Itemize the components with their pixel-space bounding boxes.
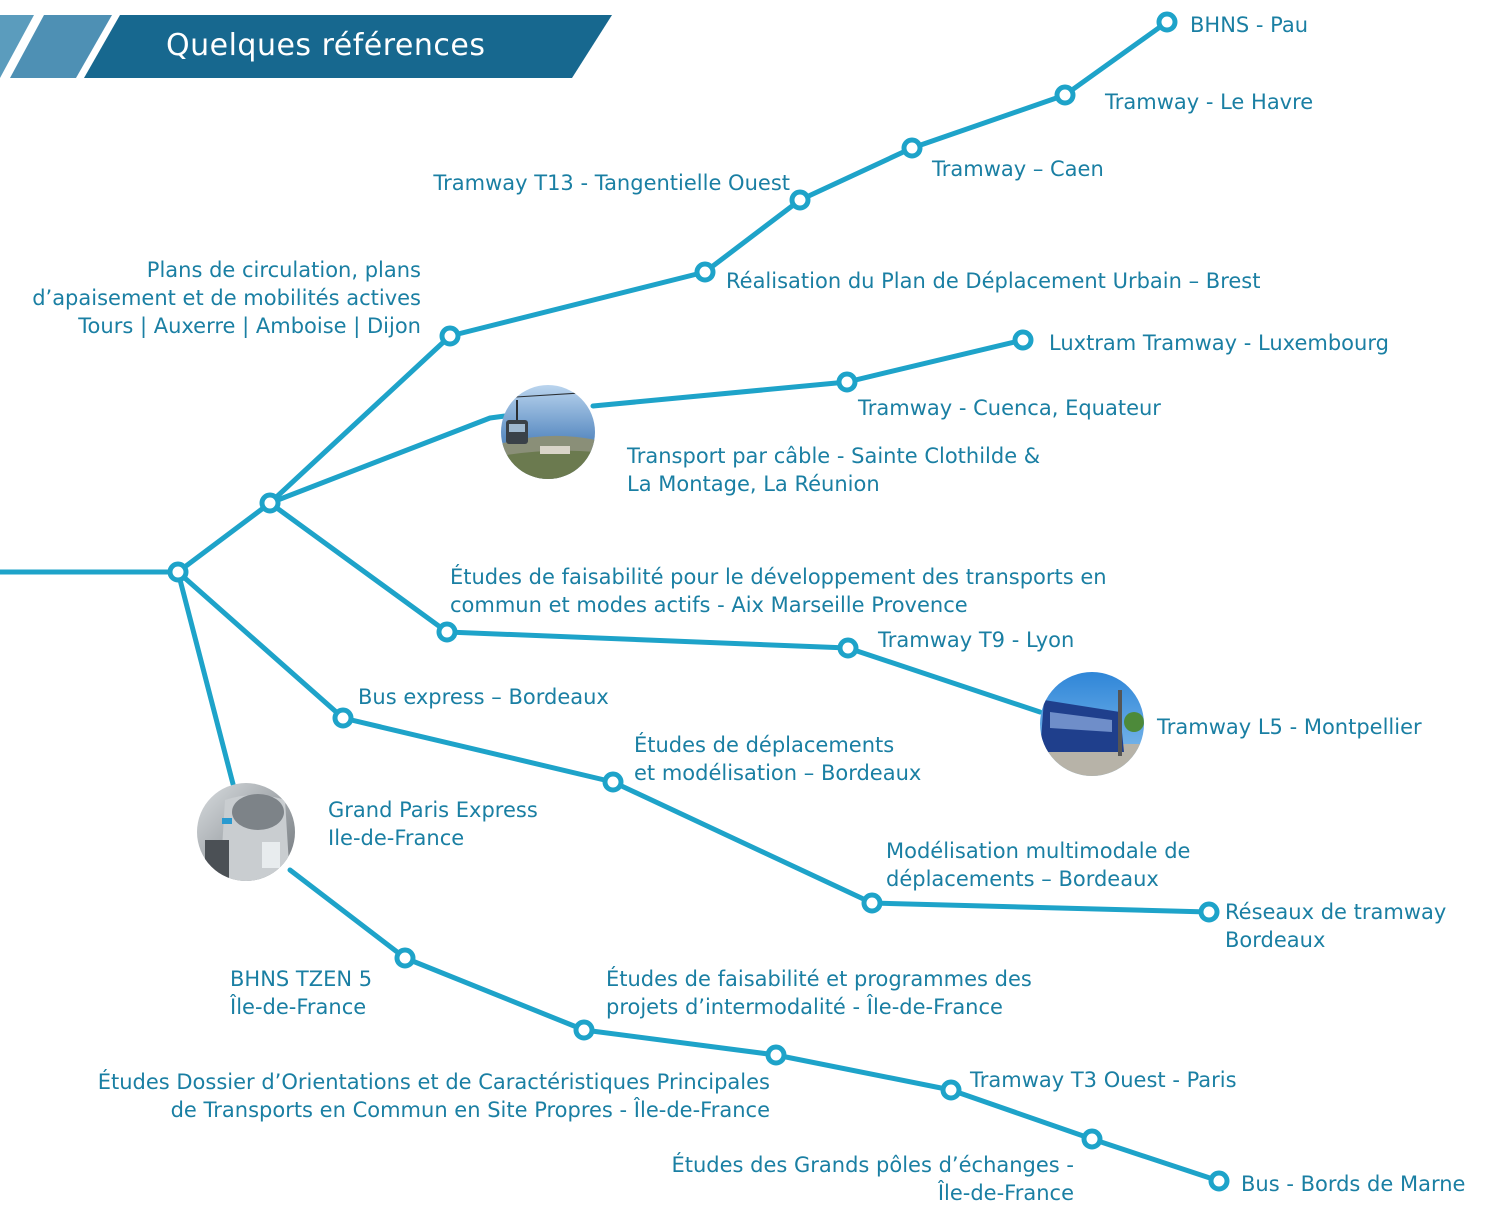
label-bhns-tzen5: BHNS TZEN 5 Île-de-France — [230, 967, 373, 1019]
banner-left-stripe — [0, 15, 34, 78]
line-cable-branch — [267, 413, 508, 506]
label-tram-l5: Tramway L5 - Montpellier — [1157, 715, 1422, 739]
node-junction-main — [167, 561, 189, 583]
node-bus-express — [332, 707, 354, 729]
label-modelisation: Modélisation multimodale de déplacements… — [886, 839, 1191, 891]
banner-main-band — [84, 15, 612, 78]
photo-metro-tunnel — [197, 783, 295, 881]
node-etudes-deplacements — [602, 771, 624, 793]
node-le-havre — [1054, 84, 1076, 106]
node-luxtram — [1012, 329, 1034, 351]
line-north-branch — [175, 19, 1170, 575]
header-banner — [0, 15, 612, 78]
node-intermodalite — [573, 1019, 595, 1041]
node-caen — [901, 137, 923, 159]
label-tram-t13: Tramway T13 - Tangentielle Ouest — [433, 171, 790, 195]
label-cable-reunion: Transport par câble - Sainte Clothilde &… — [627, 444, 1041, 496]
banner-middle-stripe — [10, 15, 112, 78]
node-t13 — [789, 189, 811, 211]
node-cuenca — [836, 371, 858, 393]
photo-tram — [1040, 672, 1144, 776]
label-etudes-intermodalite: Études de faisabilité et programmes des … — [606, 967, 1032, 1019]
label-reseaux-tram: Réseaux de tramway Bordeaux — [1225, 900, 1447, 952]
node-aix — [436, 621, 458, 643]
label-poles-echanges: Études des Grands pôles d’échanges - Île… — [671, 1153, 1074, 1205]
label-etudes-deplacements: Études de déplacements et modélisation –… — [634, 733, 922, 785]
station-nodes — [167, 11, 1230, 1192]
node-brest — [694, 261, 716, 283]
label-tram-le-havre: Tramway - Le Havre — [1105, 90, 1314, 114]
line-idf-south-branch — [287, 867, 1222, 1184]
label-etudes-docp: Études Dossier d’Orientations et de Cara… — [97, 1070, 770, 1122]
node-t3-paris — [940, 1079, 962, 1101]
node-poles-echanges — [1081, 1128, 1103, 1150]
node-reseaux-tram — [1198, 901, 1220, 923]
node-plans-circulation — [439, 325, 461, 347]
label-bus-express: Bus express – Bordeaux — [358, 685, 609, 709]
label-etudes-aix: Études de faisabilité pour le développem… — [450, 565, 1107, 617]
line-aix-branch — [267, 500, 1043, 715]
node-bus-marne — [1208, 1170, 1230, 1192]
label-plans-circulation: Plans de circulation, plans d’apaisement… — [32, 258, 421, 338]
photo-cable-car — [501, 385, 595, 479]
label-tram-t3: Tramway T3 Ouest - Paris — [970, 1068, 1237, 1092]
node-modelisation — [861, 892, 883, 914]
label-luxtram: Luxtram Tramway - Luxembourg — [1049, 331, 1389, 355]
line-idf-branch — [175, 569, 236, 787]
node-t9-lyon — [837, 637, 859, 659]
label-pdu-brest: Réalisation du Plan de Déplacement Urbai… — [726, 269, 1261, 293]
label-tram-t9: Tramway T9 - Lyon — [878, 628, 1075, 652]
label-bus-marne: Bus - Bords de Marne — [1241, 1172, 1466, 1196]
node-bhns-pau — [1156, 11, 1178, 33]
page-title: Quelques références — [166, 28, 486, 63]
label-bhns-pau: BHNS - Pau — [1190, 13, 1309, 37]
node-tzen5 — [394, 947, 416, 969]
label-tram-caen: Tramway – Caen — [932, 157, 1104, 181]
label-tram-cuenca: Tramway - Cuenca, Equateur — [858, 396, 1161, 420]
node-junction-north — [259, 492, 281, 514]
node-docp — [765, 1044, 787, 1066]
label-grand-paris: Grand Paris Express Ile-de-France — [328, 798, 538, 850]
